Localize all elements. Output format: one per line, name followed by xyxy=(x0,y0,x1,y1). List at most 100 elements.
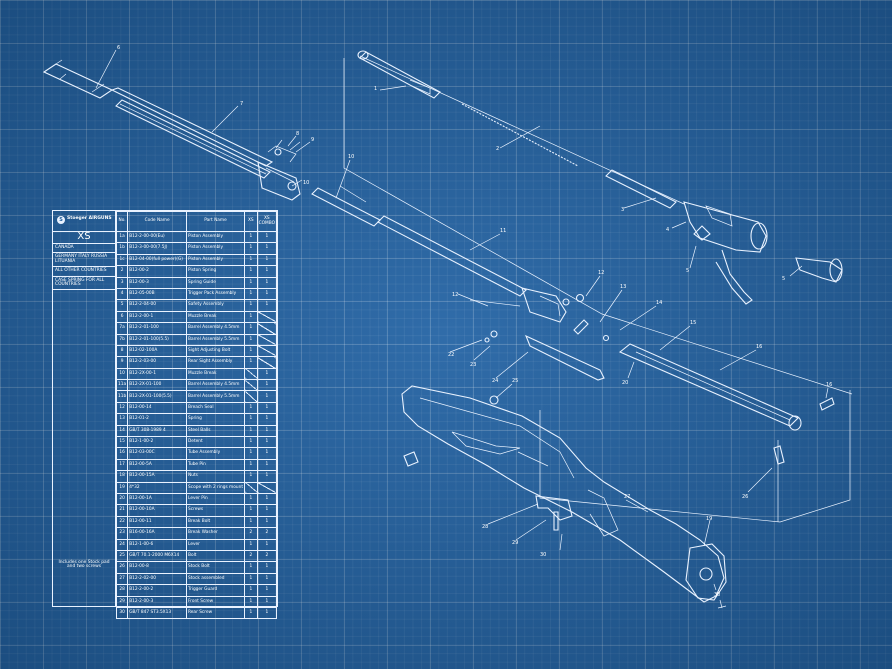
part-code: B12-1-00-6 xyxy=(127,538,187,551)
part-number: 30 xyxy=(115,606,129,620)
xs-qty xyxy=(244,379,258,392)
part-number: 9 xyxy=(115,356,129,369)
xs-combo-qty: 1 xyxy=(256,504,278,517)
xs-combo-qty: 1 xyxy=(256,538,278,551)
xs-qty: 1 xyxy=(244,253,258,267)
part-code: B12-00-10A xyxy=(127,504,187,517)
callout-label: 25 xyxy=(512,378,518,384)
part-name: Muzzle Break xyxy=(186,310,245,324)
part-name: Piston Spring xyxy=(186,265,245,278)
callout-label: 12 xyxy=(452,292,458,298)
xs-qty xyxy=(244,367,258,381)
part-code: B12-2X-01-100 xyxy=(127,379,187,392)
callout-label: 15 xyxy=(690,320,696,326)
xs-qty: 1 xyxy=(244,322,258,335)
part-name: Barrel Assembly 4.5mm xyxy=(186,379,245,392)
header-row: No. Code Name Part Name XS XS COMBO xyxy=(115,211,278,232)
callout-label: 30 xyxy=(540,552,546,558)
part-name: Trigger Pack Assembly xyxy=(186,287,245,301)
xs-qty: 1 xyxy=(244,276,258,289)
callout-label: 27 xyxy=(624,494,630,500)
part-name: Break Bolt xyxy=(186,515,245,529)
xs-qty: 1 xyxy=(244,561,258,574)
xs-qty: 1 xyxy=(244,401,258,415)
xs-qty: 1 xyxy=(244,333,258,346)
part-name: Stock Bolt xyxy=(186,561,245,574)
xs-combo-qty: 1 xyxy=(256,561,278,574)
part-name: Spring Guide xyxy=(186,276,245,289)
part-number: 14 xyxy=(115,424,129,438)
stock-assembly xyxy=(401,385,785,609)
callout-label: 19 xyxy=(706,516,712,522)
callout-leaders xyxy=(95,49,829,591)
xs-combo-qty: 1 xyxy=(256,424,278,438)
region-list: CANADA GERMANY ITALY RUSSIA LITUANIA ALL… xyxy=(53,243,115,291)
part-code: B12-1-00-2 xyxy=(127,436,187,449)
part-name: Barrel Assembly 5.5mm xyxy=(186,333,245,346)
xs-combo-qty: 1 xyxy=(256,436,278,449)
part-name: Muzzle Break xyxy=(186,367,245,381)
part-name: Piston Assembly xyxy=(186,230,245,244)
part-code: B12-2-03-00 xyxy=(127,356,187,369)
part-code: GB/T 70.1-2000 M6X14 xyxy=(127,549,187,563)
xs-combo-qty: 1 xyxy=(256,413,278,426)
part-name: Lever xyxy=(186,538,245,551)
callout-label: 9 xyxy=(311,137,314,143)
part-number: 10 xyxy=(115,367,129,381)
part-code: B12-00-14 xyxy=(127,401,187,415)
part-code: B12-2-00-1 xyxy=(127,310,187,324)
callout-label: 13 xyxy=(620,284,626,290)
part-name: Tube Pin xyxy=(186,458,245,472)
part-number: 1c xyxy=(115,253,129,267)
part-name: Sight Adjusting Bolt xyxy=(186,344,245,358)
part-code: GB/T 308-1989 4 xyxy=(127,424,187,438)
xs-qty: 1 xyxy=(244,265,258,278)
part-code: B12-02-100A xyxy=(127,344,187,358)
part-number: 19 xyxy=(115,481,129,495)
header-code: Code Name xyxy=(127,211,187,232)
xs-qty: 1 xyxy=(244,356,258,369)
xs-qty: 1 xyxy=(244,492,258,506)
callout-label: 10 xyxy=(348,154,354,160)
part-name: Rear Screw xyxy=(186,606,245,620)
table-divider xyxy=(115,211,116,606)
part-number: 11a xyxy=(115,379,129,392)
xs-qty: 1 xyxy=(244,242,258,255)
part-name: Piston Assembly xyxy=(186,253,245,267)
part-name: Trigger Guard xyxy=(186,584,245,597)
xs-combo-qty: 1 xyxy=(256,367,278,381)
callout-label: 4 xyxy=(666,227,669,233)
part-number: 18 xyxy=(115,470,129,483)
brand-block: S Stoeger AIRGUNS xyxy=(53,211,115,232)
part-number: 29 xyxy=(115,595,129,608)
part-name: Barrel Assembly 4.5mm xyxy=(186,322,245,335)
part-code: B12-2-04-00 xyxy=(127,299,187,312)
part-number: 28 xyxy=(115,584,129,597)
callout-label: 3 xyxy=(621,207,624,213)
part-name: Rear Sight Assembly xyxy=(186,356,245,369)
xs-qty: 1 xyxy=(244,458,258,472)
xs-combo-qty: 1 xyxy=(256,276,278,289)
part-code: B12-3-00-00(7.5J) xyxy=(127,242,187,255)
part-number: 6 xyxy=(115,310,129,324)
mid-barrel-assembly xyxy=(311,185,835,431)
header-xs: XS xyxy=(244,211,258,232)
part-number: 12 xyxy=(115,401,129,415)
piston-spring-group xyxy=(357,50,843,305)
